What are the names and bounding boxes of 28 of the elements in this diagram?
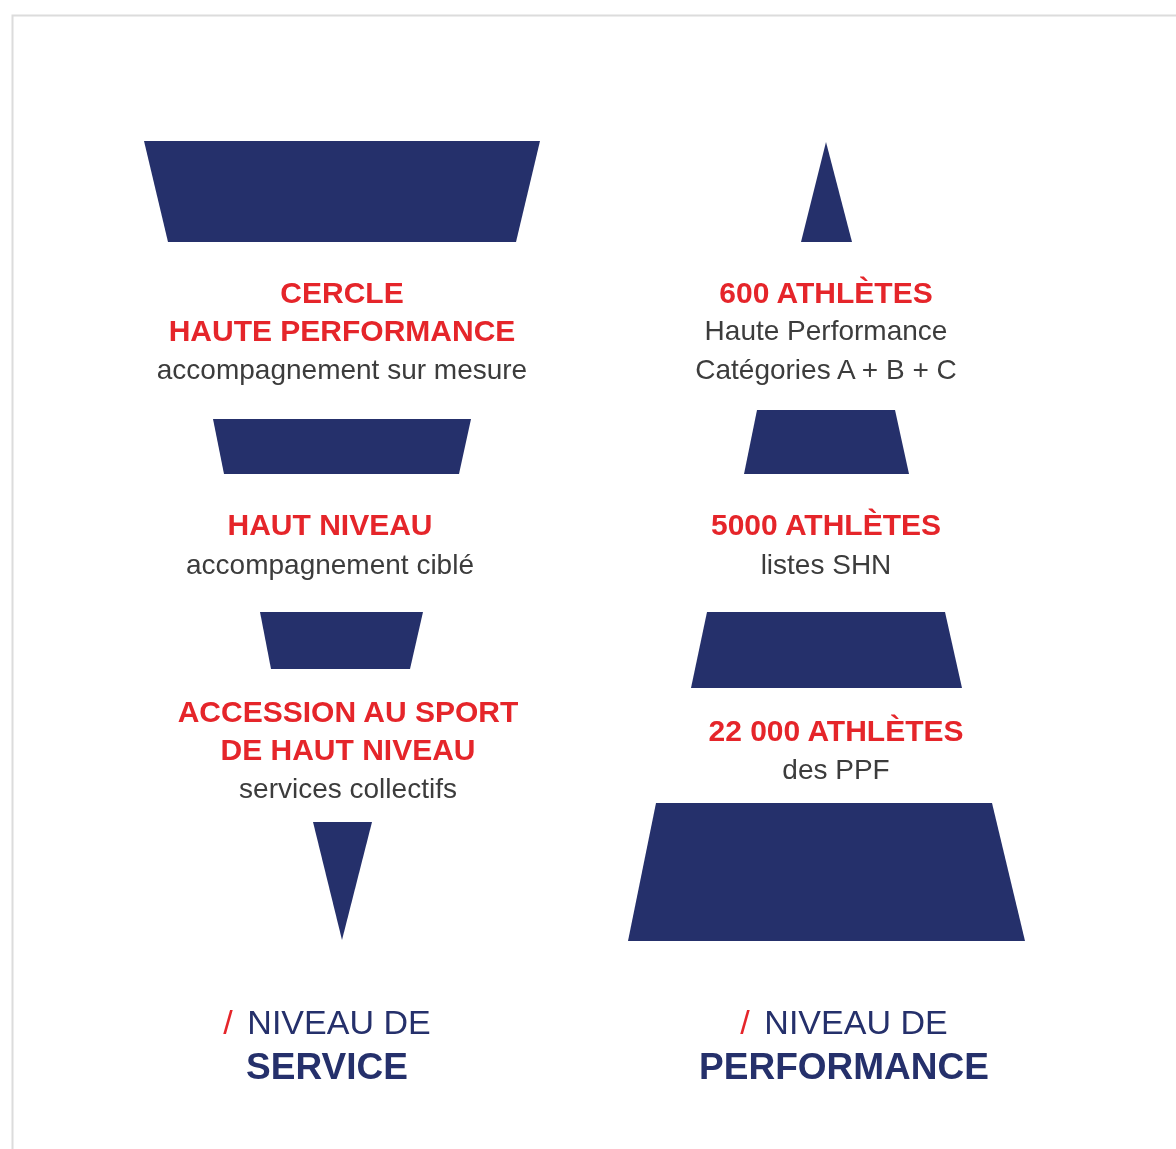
trapezoid-shape <box>144 141 540 242</box>
description: Catégories A + B + C <box>695 353 957 387</box>
triangle-shape <box>801 142 852 242</box>
footer-title: NIVEAU DE <box>247 1003 431 1041</box>
slash-mark: / <box>740 1003 750 1041</box>
heading: HAUTE PERFORMANCE <box>168 313 516 349</box>
description: listes SHN <box>760 548 892 582</box>
heading: 600 ATHLÈTES <box>719 275 933 311</box>
description: accompagnement sur mesure <box>156 353 528 387</box>
description: services collectifs <box>239 772 457 806</box>
trapezoid-shape <box>260 612 423 669</box>
heading: HAUT NIVEAU <box>227 507 433 543</box>
footer-title: NIVEAU DE <box>764 1003 948 1041</box>
heading: 22 000 ATHLÈTES <box>708 713 964 749</box>
trapezoid-shape <box>213 419 471 474</box>
trapezoid-shape <box>628 803 1025 941</box>
footer-title: PERFORMANCE <box>699 1048 989 1086</box>
description: accompagnement ciblé <box>186 548 474 582</box>
description: des PPF <box>782 753 890 787</box>
trapezoid-shape <box>691 612 962 688</box>
heading: CERCLE <box>280 275 404 311</box>
trapezoid-shape <box>744 410 909 474</box>
triangle-shape <box>313 822 372 940</box>
heading: 5000 ATHLÈTES <box>710 507 942 543</box>
slash-mark: / <box>223 1003 233 1041</box>
description: Haute Performance <box>704 314 948 348</box>
footer-title: SERVICE <box>246 1048 408 1086</box>
heading: ACCESSION AU SPORT DE HAUT NIVEAU <box>176 694 520 768</box>
